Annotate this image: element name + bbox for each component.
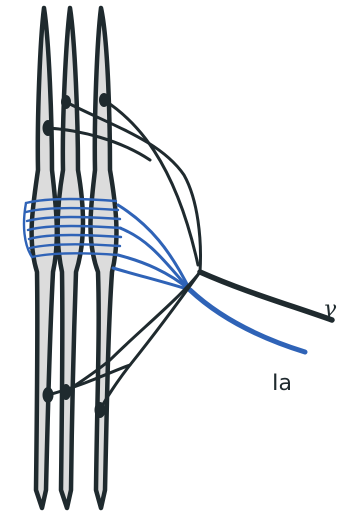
end-plate — [99, 93, 109, 107]
gamma-motor-fiber — [48, 100, 332, 410]
ia-trunk — [190, 290, 305, 352]
intrafusal-fiber-right — [90, 8, 116, 508]
gamma-branch-lower — [66, 272, 200, 392]
gamma-branch-upper — [66, 102, 200, 272]
gamma-branch-lower — [100, 272, 200, 410]
end-plate — [61, 384, 71, 400]
gamma-label: γ — [323, 297, 337, 322]
intrafusal-fiber-left — [32, 8, 57, 508]
end-plate — [43, 120, 54, 136]
end-plate — [95, 402, 106, 418]
intrafusal-fibers — [32, 8, 117, 508]
end-plate — [43, 387, 54, 403]
ia-label: Ia — [272, 371, 292, 396]
end-plate — [61, 95, 71, 109]
intrafusal-fiber-middle — [58, 8, 83, 508]
